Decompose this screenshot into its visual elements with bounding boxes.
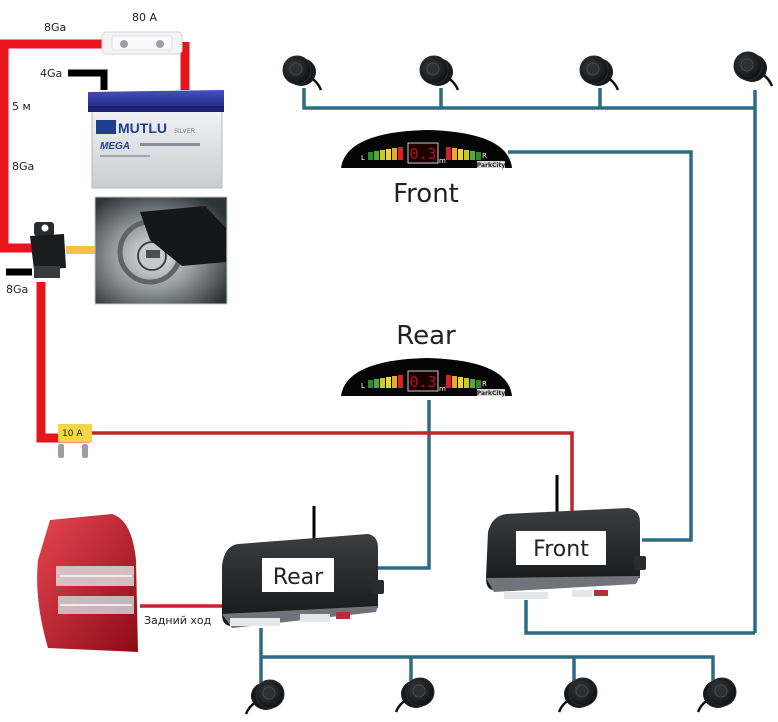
sensor-membrane (412, 684, 426, 698)
readout-unit: m (439, 385, 446, 393)
bar-segment-left (368, 152, 373, 160)
parking-sensor (557, 677, 598, 713)
wire-length-label: 5 м (12, 100, 31, 113)
battery-model: MEGA (100, 141, 130, 152)
main-fuse-holder (101, 31, 183, 55)
bar-segment-left (380, 150, 385, 160)
parking-sensor (419, 55, 460, 91)
bar-segment-left (392, 148, 397, 160)
front-display-title: Front (393, 179, 459, 209)
bar-segment-left (392, 376, 397, 388)
ground-wire-gauge-label: 4Ga (40, 67, 62, 80)
rear-sensor-bus (259, 400, 715, 683)
sensor-membrane (714, 684, 728, 698)
sensor-membrane (740, 58, 754, 72)
bar-segment-right (446, 375, 451, 388)
main-fuse-label: 80 A (132, 11, 157, 24)
blade-fuse: 10 A (58, 424, 92, 458)
left-indicator: L (361, 154, 365, 162)
front-unit-label: Front (533, 537, 589, 562)
front-unit-label-box (516, 531, 606, 565)
bar-segment-right (470, 151, 475, 160)
digital-readout-frame (407, 370, 439, 392)
digital-readout-frame (407, 142, 439, 164)
brand-logo-plate (477, 389, 505, 396)
battery-brand-sub: SILVER (174, 129, 196, 135)
bar-segment-right (464, 378, 469, 388)
sensor-membrane (262, 686, 276, 700)
sensor-membrane (575, 684, 589, 698)
digital-readout: 0.3 (409, 373, 436, 391)
parking-sensor (394, 677, 435, 713)
bar-segment-right (470, 379, 475, 388)
brand-logo: ParkCity (477, 390, 506, 397)
rear-display-title: Rear (396, 321, 456, 351)
bar-segment-left (386, 377, 391, 388)
bar-segment-left (386, 149, 391, 160)
rear-sensors (244, 677, 737, 715)
bar-segment-left (374, 379, 379, 388)
bar-segment-left (374, 151, 379, 160)
fuse-10a-label: 10 A (62, 429, 83, 439)
parking-sensor (244, 679, 285, 715)
parking-sensor (579, 55, 620, 91)
bar-segment-left (398, 375, 403, 388)
bar-segment-left (380, 378, 385, 388)
battery-brand: MUTLU (118, 120, 167, 136)
front-sensor-bus (302, 88, 757, 635)
bar-segment-right (452, 148, 457, 160)
battery: MUTLU SILVER MEGA (88, 90, 224, 189)
bar-segment-right (458, 377, 463, 388)
rear-control-unit: Rear (222, 534, 384, 628)
ignition-switch-photo (94, 196, 228, 305)
reverse-signal-label: Задний ход (144, 614, 212, 627)
bar-segment-right (476, 152, 481, 160)
bar-segment-right (476, 380, 481, 388)
brand-logo-plate (477, 161, 505, 168)
sensor-membrane (289, 62, 303, 76)
sensor-membrane (426, 62, 440, 76)
digital-readout: 0.3 (409, 145, 436, 163)
bar-segment-right (452, 376, 457, 388)
wire-side-gauge-label: 8Ga (12, 160, 34, 173)
bar-segment-right (464, 150, 469, 160)
bar-segment-right (446, 147, 451, 160)
wire-top-gauge-label: 8Ga (44, 21, 66, 34)
readout-unit: m (439, 157, 446, 165)
relay (30, 222, 66, 278)
rear-unit-label: Rear (273, 565, 324, 590)
rear-unit-label-box (262, 558, 334, 592)
bar-segment-right (458, 149, 463, 160)
front-control-unit: Front (486, 508, 646, 599)
thin-red-wires (88, 431, 574, 608)
bar-segment-left (398, 147, 403, 160)
right-indicator: R (482, 380, 487, 388)
bar-segment-left (368, 380, 373, 388)
brand-logo: ParkCity (477, 162, 506, 169)
front-sensors (282, 51, 774, 91)
sensor-membrane (586, 62, 600, 76)
parking-sensor (282, 55, 323, 91)
left-indicator: L (361, 382, 365, 390)
parking-sensor (696, 677, 737, 713)
relay-wire-gauge-label: 8Ga (6, 283, 28, 296)
tail-lamp (37, 514, 138, 652)
ground-wires (6, 69, 108, 276)
right-indicator: R (482, 152, 487, 160)
parking-sensor (733, 51, 774, 87)
